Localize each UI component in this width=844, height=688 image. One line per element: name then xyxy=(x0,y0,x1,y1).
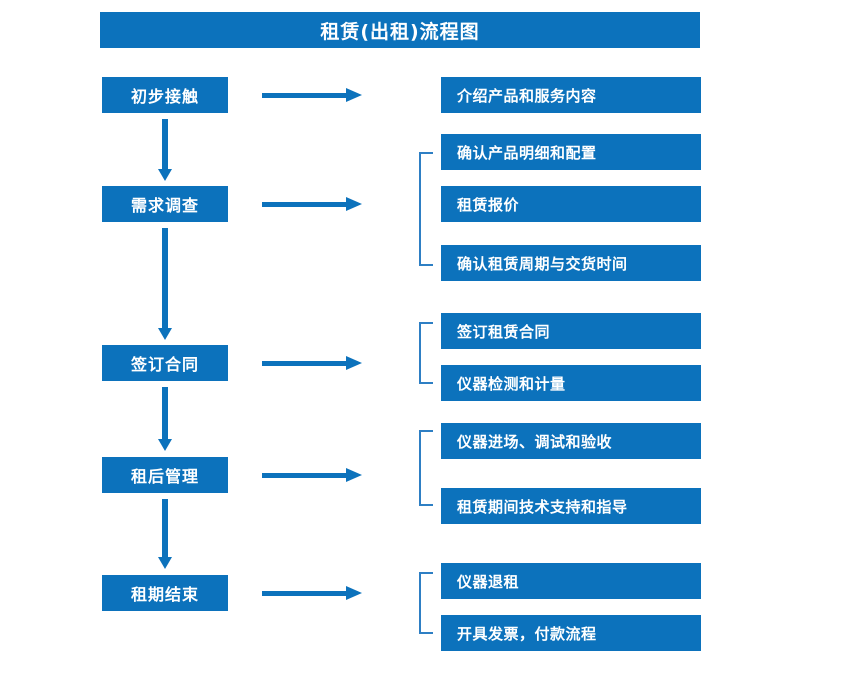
stage-box-demand-survey[interactable]: 需求调查 xyxy=(102,186,228,222)
down-arrow-icon xyxy=(158,499,172,569)
arrow-shaft xyxy=(262,591,348,596)
detail-box-technical-support[interactable]: 租赁期间技术支持和指导 xyxy=(441,488,701,524)
arrow-head xyxy=(346,468,362,482)
right-arrow-icon xyxy=(262,356,362,370)
detail-box-instrument-entry[interactable]: 仪器进场、调试和验收 xyxy=(441,423,701,459)
arrow-head xyxy=(346,586,362,600)
arrow-shaft xyxy=(262,93,348,98)
arrow-head xyxy=(158,439,172,451)
left-bracket-icon xyxy=(419,572,433,634)
down-arrow-icon xyxy=(158,119,172,181)
arrow-head xyxy=(346,356,362,370)
stage-box-initial-contact[interactable]: 初步接触 xyxy=(102,77,228,113)
arrow-shaft xyxy=(162,228,168,328)
arrow-head xyxy=(158,328,172,340)
detail-box-instrument-inspection[interactable]: 仪器检测和计量 xyxy=(441,365,701,401)
right-arrow-icon xyxy=(262,586,362,600)
down-arrow-icon xyxy=(158,387,172,451)
arrow-head xyxy=(158,557,172,569)
arrow-head xyxy=(346,88,362,102)
arrow-head xyxy=(346,197,362,211)
stage-box-sign-contract[interactable]: 签订合同 xyxy=(102,345,228,381)
down-arrow-icon xyxy=(158,228,172,340)
arrow-shaft xyxy=(262,361,348,366)
arrow-shaft xyxy=(162,119,168,169)
arrow-shaft xyxy=(162,387,168,439)
stage-box-post-rental-management[interactable]: 租后管理 xyxy=(102,457,228,493)
arrow-head xyxy=(158,169,172,181)
detail-box-intro-products[interactable]: 介绍产品和服务内容 xyxy=(441,77,701,113)
stage-box-rental-end[interactable]: 租期结束 xyxy=(102,575,228,611)
arrow-shaft xyxy=(262,202,348,207)
detail-box-sign-rental-contract[interactable]: 签订租赁合同 xyxy=(441,313,701,349)
arrow-shaft xyxy=(162,499,168,557)
right-arrow-icon xyxy=(262,468,362,482)
right-arrow-icon xyxy=(262,88,362,102)
left-bracket-icon xyxy=(419,152,433,266)
detail-box-confirm-period[interactable]: 确认租赁周期与交货时间 xyxy=(441,245,701,281)
right-arrow-icon xyxy=(262,197,362,211)
detail-box-instrument-return[interactable]: 仪器退租 xyxy=(441,563,701,599)
page-title: 租赁(出租)流程图 xyxy=(100,12,700,48)
detail-box-rental-quote[interactable]: 租赁报价 xyxy=(441,186,701,222)
detail-box-invoice-payment[interactable]: 开具发票，付款流程 xyxy=(441,615,701,651)
arrow-shaft xyxy=(262,473,348,478)
detail-box-confirm-specs[interactable]: 确认产品明细和配置 xyxy=(441,134,701,170)
left-bracket-icon xyxy=(419,322,433,384)
left-bracket-icon xyxy=(419,430,433,506)
